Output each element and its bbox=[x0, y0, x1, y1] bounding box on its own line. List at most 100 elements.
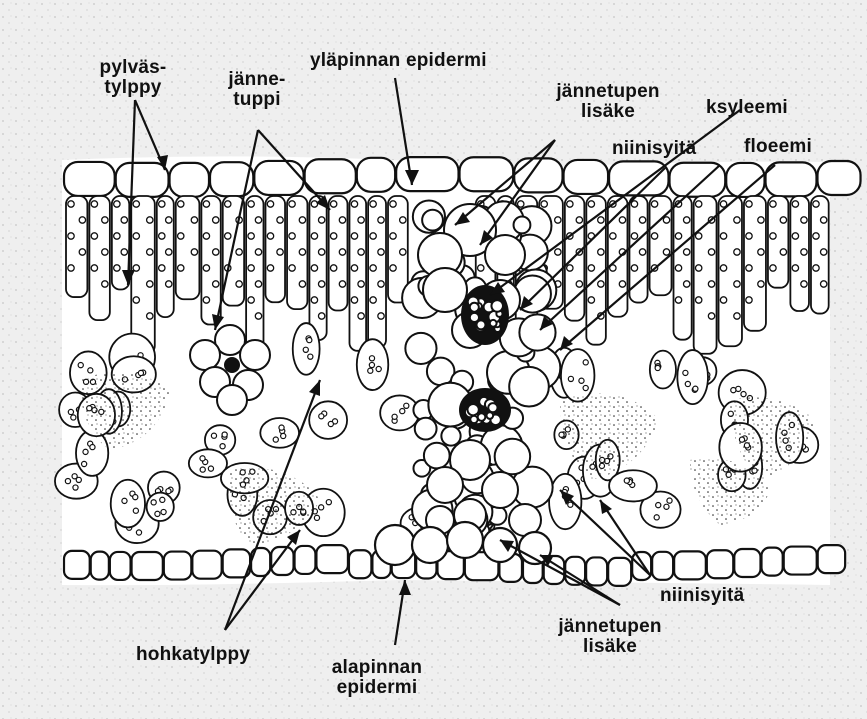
chloroplast bbox=[267, 265, 273, 271]
chloroplast bbox=[213, 249, 219, 255]
chloroplast bbox=[68, 233, 74, 239]
sheath-extension-top-label-line2: lisäke bbox=[548, 102, 668, 122]
bundle-sheath-label-line1: jänne- bbox=[212, 70, 302, 90]
chloroplast bbox=[746, 233, 752, 239]
chloroplast bbox=[339, 249, 345, 255]
chloroplast bbox=[683, 370, 688, 375]
lower-epidermis-label-line1: alapinnan bbox=[322, 658, 432, 678]
chloroplast bbox=[583, 385, 588, 390]
chloroplast bbox=[378, 249, 384, 255]
palisade-cell bbox=[650, 196, 672, 295]
chloroplast bbox=[289, 265, 295, 271]
chloroplast bbox=[121, 217, 127, 223]
chloroplast bbox=[734, 249, 740, 255]
chloroplast bbox=[378, 281, 384, 287]
chloroplast bbox=[318, 249, 324, 255]
chloroplast bbox=[213, 217, 219, 223]
fibers-top-label: niinisyitä bbox=[612, 139, 696, 159]
chloroplast bbox=[147, 249, 153, 255]
chloroplast bbox=[351, 297, 357, 303]
chloroplast bbox=[746, 201, 752, 207]
chloroplast bbox=[308, 354, 313, 359]
chloroplast bbox=[114, 233, 120, 239]
chloroplast bbox=[731, 388, 736, 393]
chloroplast bbox=[813, 265, 819, 271]
vein-cell bbox=[422, 210, 443, 231]
palisade-cell bbox=[157, 196, 174, 317]
chloroplast bbox=[568, 376, 573, 381]
chloroplast bbox=[255, 217, 261, 223]
chloroplast bbox=[720, 265, 726, 271]
chloroplast bbox=[664, 504, 669, 509]
lower-epidermis-cell bbox=[316, 545, 348, 573]
chloroplast bbox=[122, 498, 127, 503]
small-vein-core bbox=[224, 357, 240, 373]
upper-epidermis-cell bbox=[170, 163, 209, 197]
phloem-label: floeemi bbox=[744, 137, 812, 157]
chloroplast bbox=[203, 201, 209, 207]
chloroplast bbox=[255, 313, 261, 319]
chloroplast bbox=[319, 505, 324, 510]
chloroplast bbox=[114, 265, 120, 271]
upper-epidermis-cell bbox=[564, 160, 609, 194]
spongy-cell bbox=[147, 493, 174, 521]
chloroplast bbox=[155, 511, 160, 516]
chloroplast bbox=[178, 265, 184, 271]
palisade-label-line1: pylväs- bbox=[88, 58, 178, 78]
upper-epidermis-cell bbox=[254, 161, 303, 195]
chloroplast bbox=[369, 362, 374, 367]
sheath-extension-cell bbox=[482, 472, 518, 508]
chloroplast bbox=[376, 366, 381, 371]
spongy-mesophyll-label: hohkatylppy bbox=[136, 645, 250, 665]
chloroplast bbox=[400, 217, 406, 223]
chloroplast bbox=[166, 489, 171, 494]
chloroplast bbox=[820, 281, 826, 287]
palisade-cell bbox=[201, 196, 220, 325]
vein-cell bbox=[415, 418, 437, 440]
lower-epidermis-cell bbox=[674, 551, 706, 579]
chloroplast bbox=[311, 201, 317, 207]
chloroplast bbox=[191, 217, 197, 223]
chloroplast bbox=[203, 233, 209, 239]
chloroplast bbox=[358, 249, 364, 255]
chloroplast bbox=[792, 265, 798, 271]
chloroplast bbox=[114, 201, 120, 207]
chloroplast bbox=[378, 313, 384, 319]
chloroplast bbox=[351, 201, 357, 207]
chloroplast bbox=[303, 347, 308, 352]
chloroplast bbox=[330, 233, 336, 239]
chloroplast bbox=[639, 249, 645, 255]
chloroplast bbox=[208, 466, 213, 471]
chloroplast bbox=[541, 201, 547, 207]
chloroplast bbox=[307, 338, 312, 343]
bundle-sheath-label: jänne- tuppi bbox=[212, 70, 302, 110]
chloroplast bbox=[813, 201, 819, 207]
chloroplast bbox=[598, 281, 604, 287]
chloroplast bbox=[654, 515, 659, 520]
chloroplast bbox=[72, 474, 77, 479]
chloroplast bbox=[73, 485, 78, 490]
chloroplast bbox=[579, 378, 584, 383]
chloroplast bbox=[720, 233, 726, 239]
lower-epidermis-cell bbox=[271, 547, 293, 575]
chloroplast bbox=[351, 265, 357, 271]
upper-epidermis-cell bbox=[609, 161, 668, 195]
chloroplast bbox=[555, 217, 561, 223]
chloroplast bbox=[734, 281, 740, 287]
chloroplast bbox=[675, 297, 681, 303]
chloroplast bbox=[166, 217, 172, 223]
chloroplast bbox=[133, 297, 139, 303]
chloroplast bbox=[651, 201, 657, 207]
chloroplast bbox=[311, 297, 317, 303]
chloroplast bbox=[319, 414, 324, 419]
chloroplast bbox=[68, 265, 74, 271]
chloroplast bbox=[88, 368, 93, 373]
sheath-extension-bottom-label-line1: jännetupen bbox=[545, 617, 675, 637]
chloroplast bbox=[667, 498, 672, 503]
chloroplast bbox=[695, 265, 701, 271]
palisade-cell bbox=[744, 196, 766, 331]
chloroplast bbox=[370, 233, 376, 239]
chloroplast bbox=[780, 249, 786, 255]
chloroplast bbox=[71, 415, 76, 420]
phloem-cell bbox=[488, 403, 497, 412]
